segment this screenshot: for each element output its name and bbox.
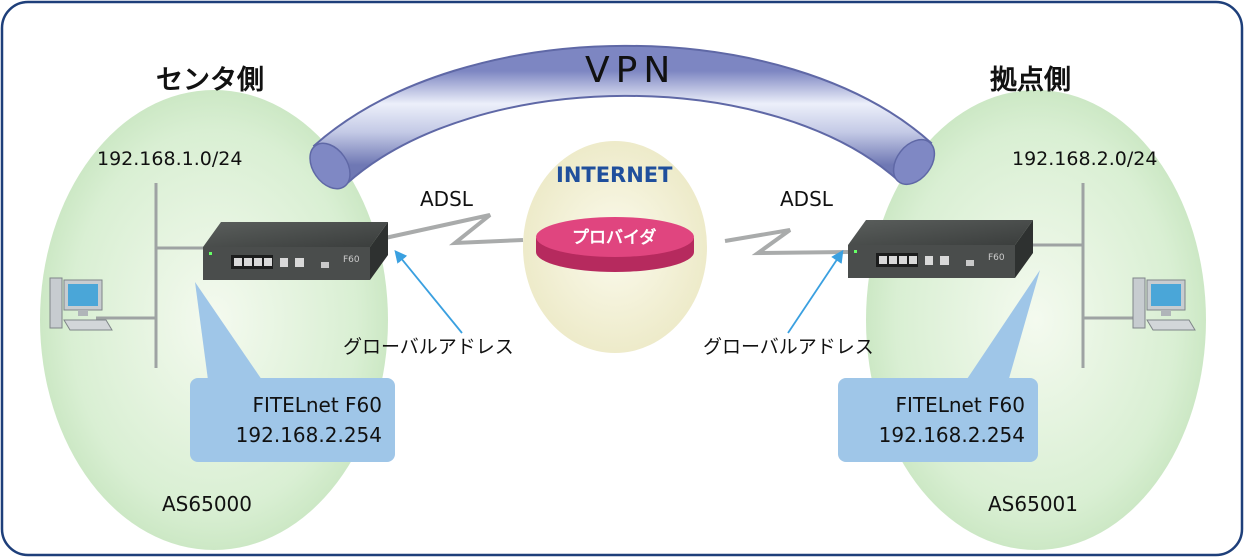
right-global-address-label: グローバルアドレス [703,336,874,358]
right-callout [838,378,1038,462]
right-router-ip: 192.168.2.254 [878,423,1025,447]
left-global-address-label: グローバルアドレス [343,336,514,358]
left-router-info: FITELnet F60 192.168.2.254 [200,390,382,450]
vpn-tube-right-end [892,138,936,186]
right-site-title: 拠点側 [990,65,1071,96]
vpn-tube [314,46,932,184]
right-global-address-arrow [787,249,844,334]
right-adsl-label: ADSL [780,187,833,211]
right-router: F60 [848,220,1033,278]
left-network-label: 192.168.1.0/24 [97,148,243,170]
vpn-label: VPN [585,50,677,91]
left-pc-icon [49,277,113,331]
left-as-number: AS65000 [162,492,252,516]
left-callout-pointer [195,282,262,380]
right-as-number: AS65001 [988,492,1078,516]
provider-disc [536,217,694,257]
left-router-badge: F60 [343,255,360,265]
left-router-ip: 192.168.2.254 [235,423,382,447]
left-router: F60 [203,222,388,280]
left-callout [190,378,395,462]
left-global-address-arrow [394,250,463,334]
internet-label: INTERNET [556,163,673,187]
right-router-info: FITELnet F60 192.168.2.254 [845,390,1025,450]
vpn-tube-left-end [309,142,351,190]
right-callout-pointer [965,270,1040,382]
provider-label: プロバイダ [572,228,657,248]
right-router-name: FITELnet F60 [895,393,1025,417]
right-network-label: 192.168.2.0/24 [1012,148,1158,170]
right-adsl-line [724,228,849,256]
right-pc-icon [1132,277,1196,331]
left-adsl-line [384,213,524,246]
left-adsl-label: ADSL [420,187,473,211]
left-router-name: FITELnet F60 [252,393,382,417]
left-site-title: センタ側 [156,65,264,96]
right-router-badge: F60 [988,253,1005,263]
